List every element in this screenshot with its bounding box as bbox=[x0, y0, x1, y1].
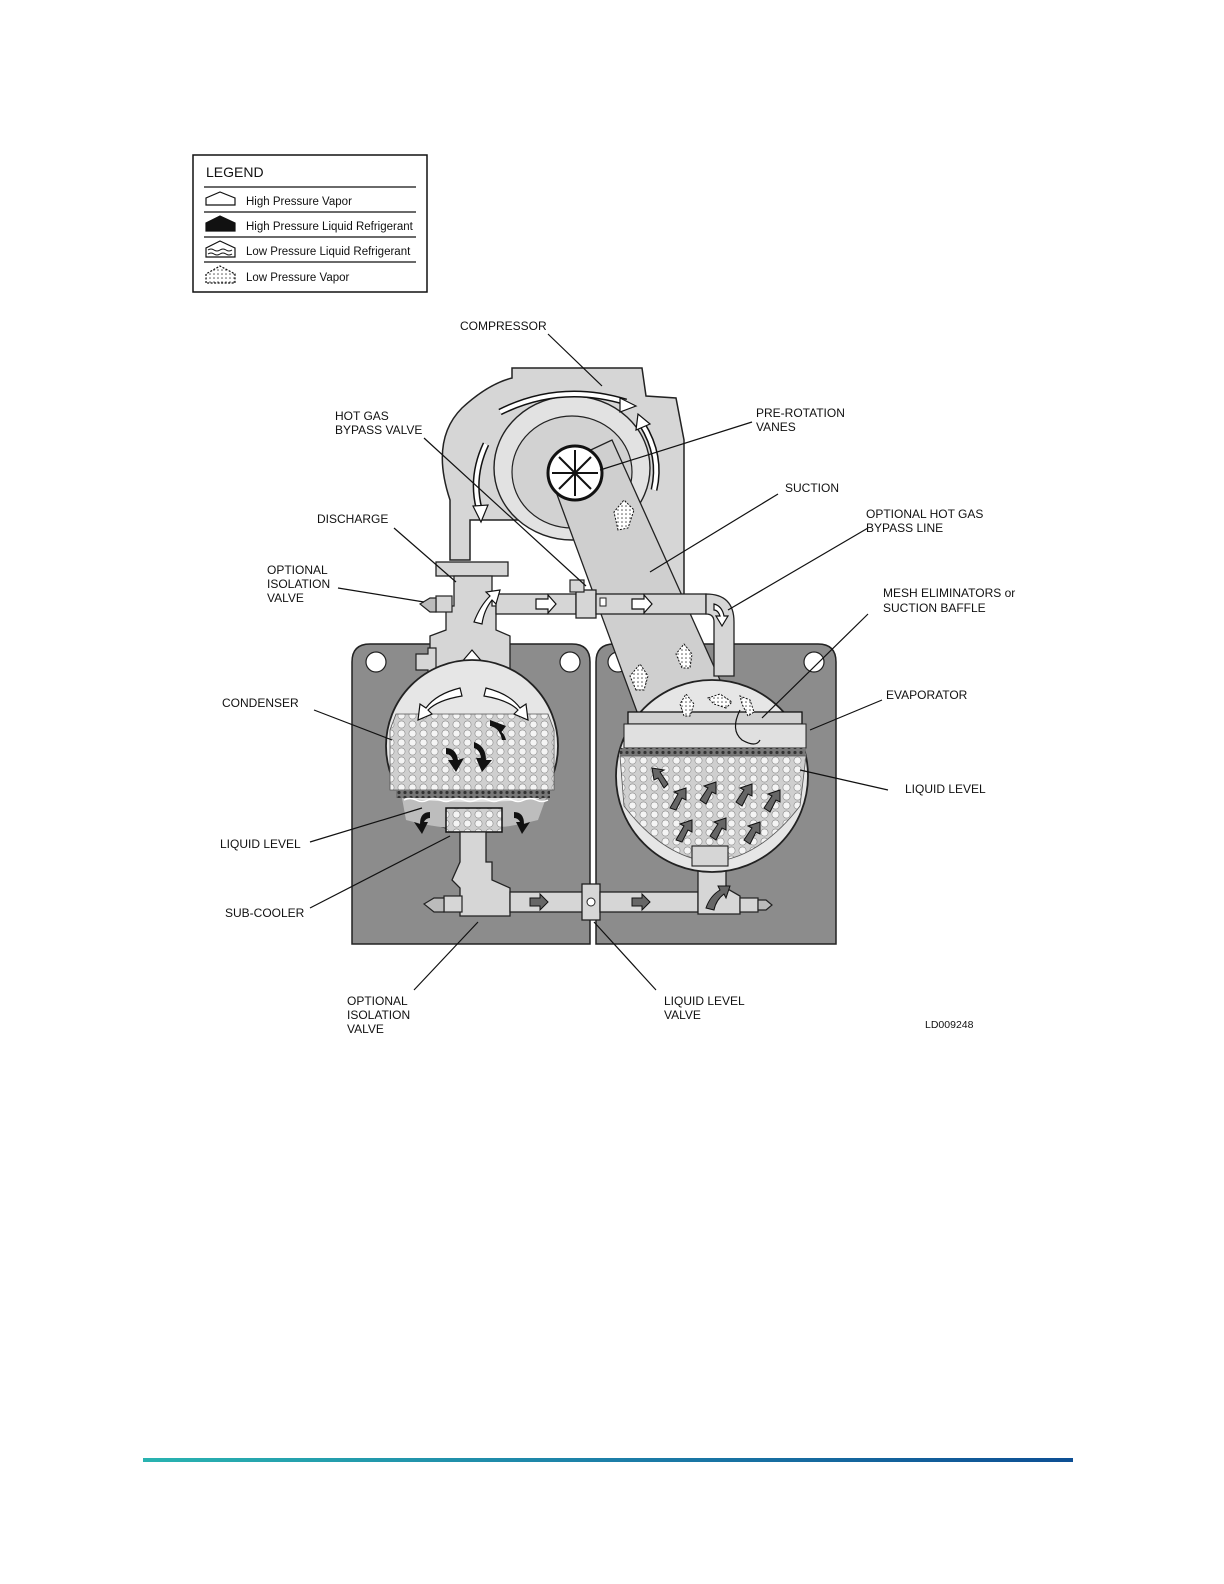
label-pre-rotation-2: VANES bbox=[756, 420, 796, 434]
sub-cooler bbox=[445, 807, 503, 833]
dotted-arrow-icon bbox=[205, 265, 236, 284]
legend-label-hp-liquid: High Pressure Liquid Refrigerant bbox=[246, 221, 414, 233]
label-iso-top-2: ISOLATION bbox=[267, 577, 330, 591]
condenser bbox=[385, 659, 559, 914]
label-pre-rotation-1: PRE-ROTATION bbox=[756, 406, 845, 420]
legend-label-hp-vapor: High Pressure Vapor bbox=[246, 196, 352, 208]
footer-accent-rule bbox=[143, 1458, 1073, 1462]
outline-arrow-icon bbox=[205, 191, 236, 206]
compressor bbox=[441, 367, 721, 721]
label-hot-gas-1: HOT GAS bbox=[335, 409, 389, 423]
label-compressor: COMPRESSOR bbox=[460, 319, 547, 333]
label-sub-cooler: SUB-COOLER bbox=[225, 906, 305, 920]
optional-isolation-valve-bottom bbox=[422, 897, 445, 913]
label-iso-top-1: OPTIONAL bbox=[267, 563, 328, 577]
mesh-eliminator bbox=[627, 711, 803, 725]
label-llv-1: LIQUID LEVEL bbox=[664, 994, 745, 1008]
label-opt-bypass-2: BYPASS LINE bbox=[866, 521, 943, 535]
label-suction: SUCTION bbox=[785, 481, 839, 495]
legend: LEGEND High Pressure Vapor High Pressure… bbox=[192, 154, 428, 293]
legend-label-lp-vapor: Low Pressure Vapor bbox=[246, 272, 350, 284]
label-llv-2: VALVE bbox=[664, 1008, 701, 1022]
wavy-arrow-icon bbox=[205, 240, 236, 258]
figure-code: LD009248 bbox=[925, 1019, 974, 1031]
label-iso-bot-2: ISOLATION bbox=[347, 1008, 410, 1022]
label-liquid-level-right: LIQUID LEVEL bbox=[905, 782, 986, 796]
label-mesh-1: MESH ELIMINATORS or bbox=[883, 586, 1015, 600]
label-mesh-2: SUCTION BAFFLE bbox=[883, 601, 986, 615]
liquid-line bbox=[422, 831, 773, 921]
label-iso-bot-1: OPTIONAL bbox=[347, 994, 408, 1008]
label-iso-top-3: VALVE bbox=[267, 591, 304, 605]
solid-arrow-icon bbox=[205, 215, 236, 232]
label-evaporator: EVAPORATOR bbox=[886, 688, 968, 702]
label-discharge: DISCHARGE bbox=[317, 512, 388, 526]
label-iso-bot-3: VALVE bbox=[347, 1022, 384, 1036]
label-condenser: CONDENSER bbox=[222, 696, 299, 710]
evaporator bbox=[615, 679, 809, 873]
leader-lines bbox=[309, 333, 889, 991]
discharge-piping bbox=[415, 561, 735, 691]
callout-labels: COMPRESSOR HOT GAS BYPASS VALVE PRE-ROTA… bbox=[220, 319, 1015, 1036]
legend-label-lp-liquid: Low Pressure Liquid Refrigerant bbox=[246, 246, 411, 258]
label-opt-bypass-1: OPTIONAL HOT GAS bbox=[866, 507, 983, 521]
legend-title: LEGEND bbox=[206, 164, 264, 180]
label-hot-gas-2: BYPASS VALVE bbox=[335, 423, 422, 437]
label-liquid-level-left: LIQUID LEVEL bbox=[220, 837, 301, 851]
